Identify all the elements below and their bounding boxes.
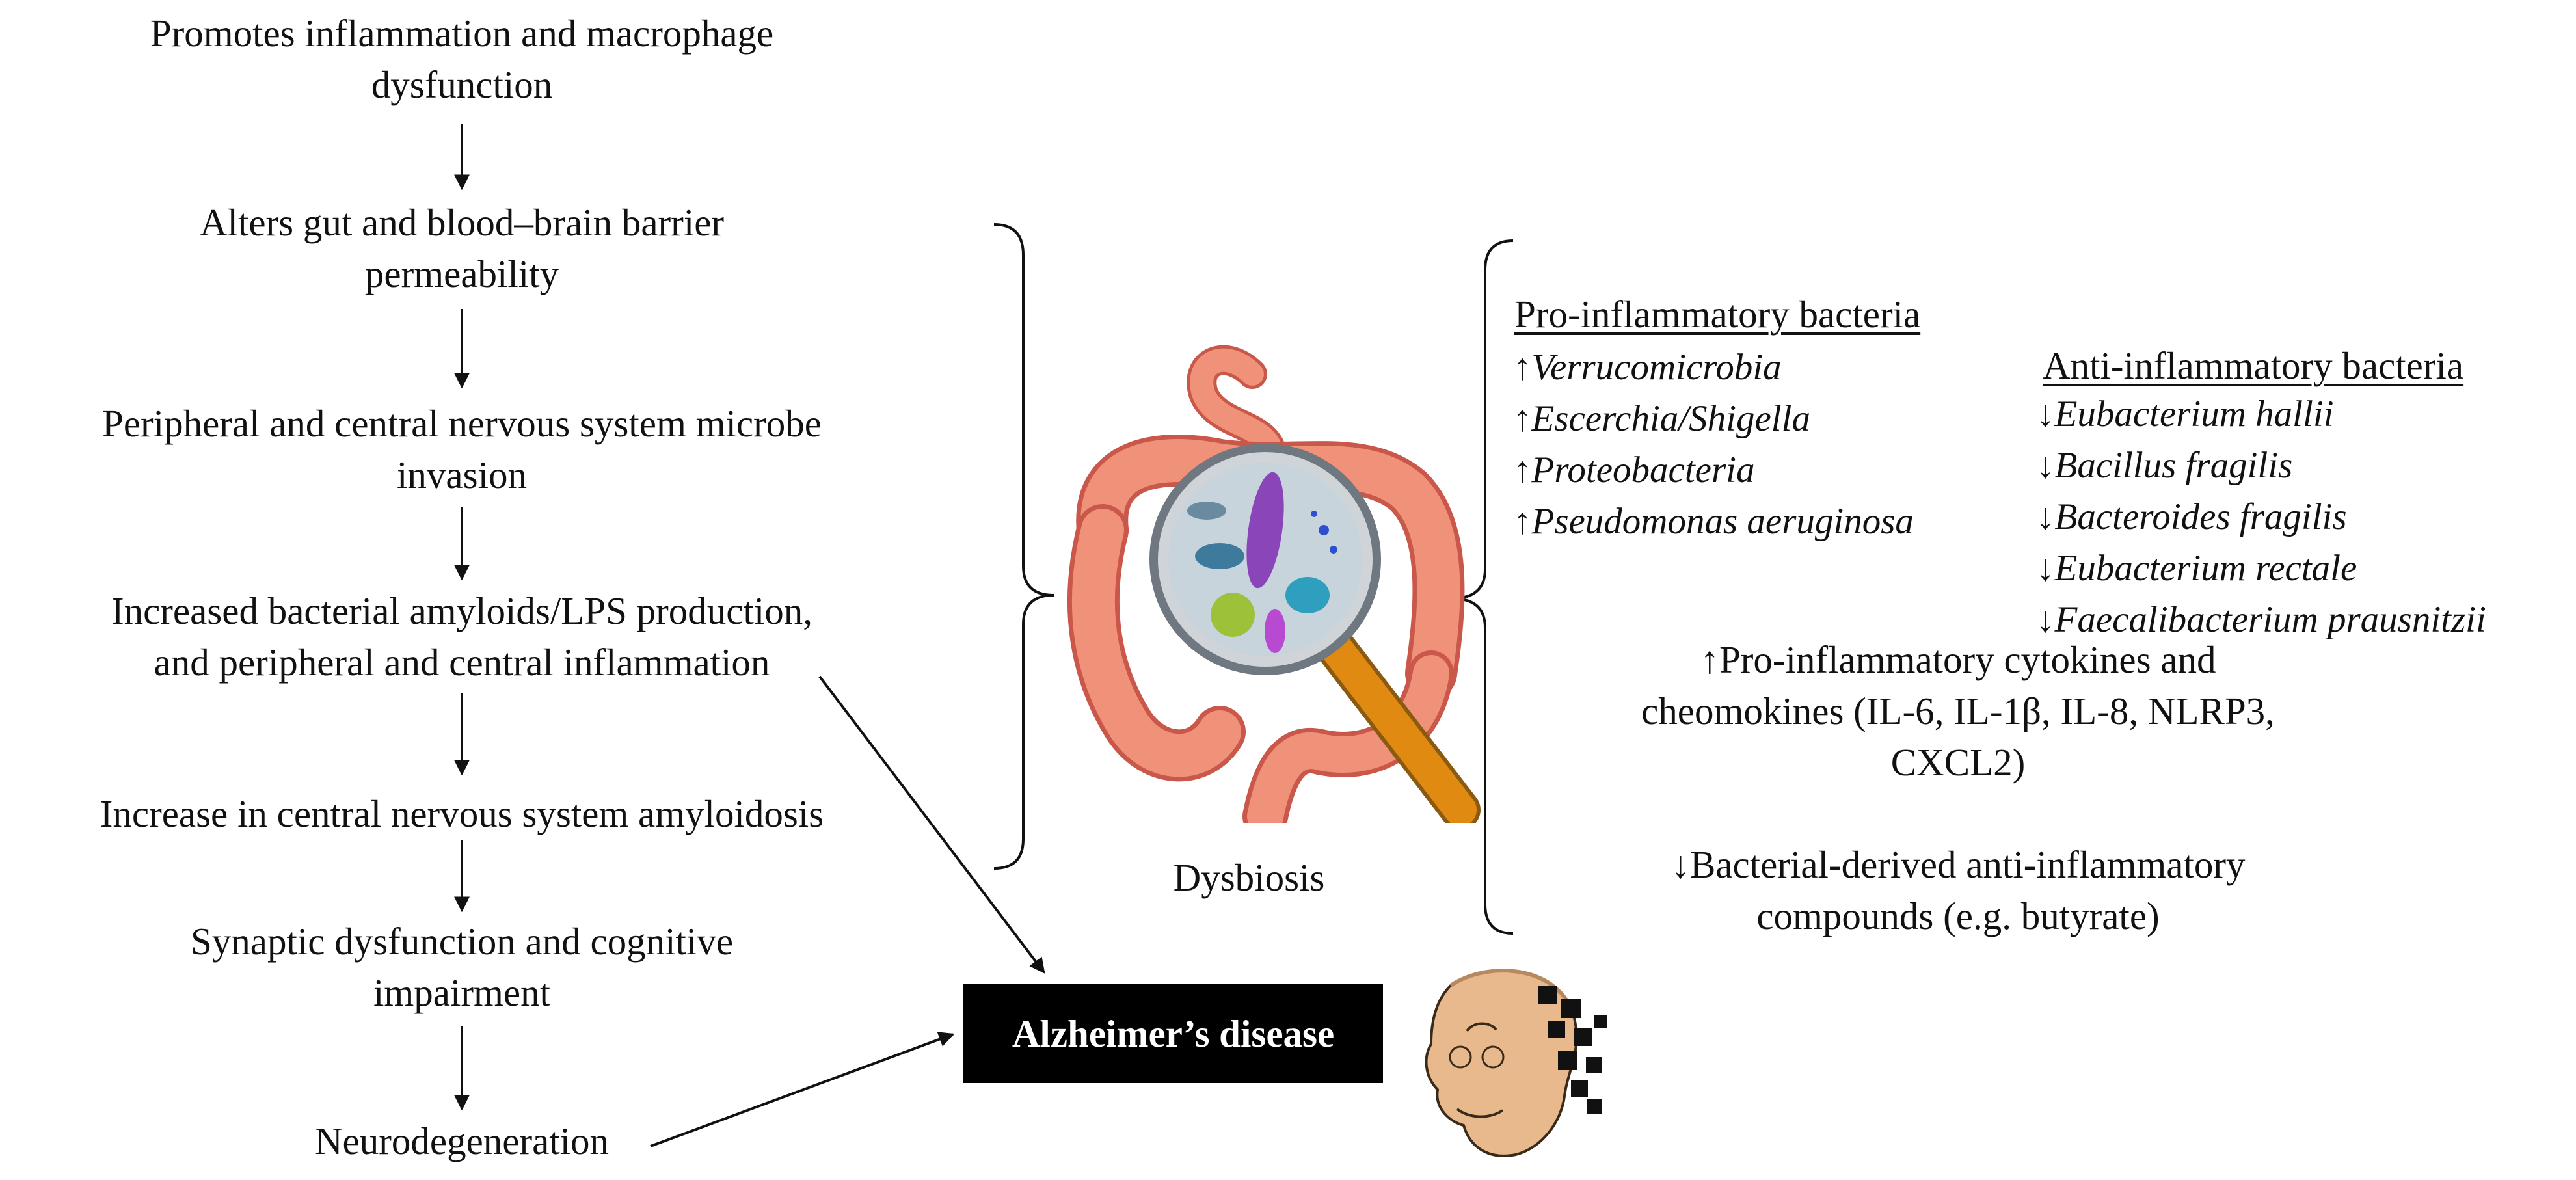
flow-step-6: Synaptic dysfunction and cognitive impai… bbox=[190, 920, 734, 1014]
flow-step-5: Increase in central nervous system amylo… bbox=[100, 792, 824, 835]
anti-inflammatory-heading: Anti-inflammatory bacteria bbox=[2043, 344, 2464, 387]
flow-step-4: Increased bacterial amyloids/LPS product… bbox=[111, 589, 813, 684]
flow-step-2: Alters gut and blood–brain barrier perme… bbox=[199, 201, 725, 295]
anti-inflammatory-item: ↓Bacillus fragilis bbox=[2036, 445, 2293, 486]
dysbiosis-label: Dysbiosis bbox=[1173, 856, 1325, 899]
arrow-inflammation-to-ad bbox=[818, 675, 1045, 974]
alzheimers-disease-box: Alzheimer’s disease bbox=[963, 984, 1383, 1083]
anti-inflammatory-item: ↓Faecalibacterium prausnitzii bbox=[2036, 599, 2486, 640]
flow-step-7: Neurodegeneration bbox=[314, 1120, 610, 1162]
pro-inflammatory-item: ↑Proteobacteria bbox=[1513, 449, 1755, 490]
left-brace bbox=[993, 223, 1054, 870]
arrow-neurodegeneration-to-ad bbox=[650, 1032, 955, 1147]
cytokines-text: ↑Pro-inflammatory cytokines and cheomoki… bbox=[1641, 638, 2275, 784]
compounds-text: ↓Bacterial-derived anti-inflammatory com… bbox=[1670, 843, 2246, 937]
puzzle-pieces-icon bbox=[1538, 986, 1607, 1114]
anti-inflammatory-item: ↓Eubacterium hallii bbox=[2036, 394, 2334, 435]
flow-step-1: Promotes inflammation and macrophage dys… bbox=[150, 12, 774, 106]
head-puzzle-illustration bbox=[1425, 969, 1607, 1157]
anti-inflammatory-item: ↓Eubacterium rectale bbox=[2036, 548, 2357, 589]
pro-inflammatory-heading: Pro-inflammatory bacteria bbox=[1514, 293, 1921, 336]
anti-inflammatory-list: ↓Eubacterium hallii ↓Bacillus fragilis ↓… bbox=[2036, 388, 2486, 645]
pro-inflammatory-item: ↑Verrucomicrobia bbox=[1513, 347, 1782, 388]
gut-magnifier-illustration bbox=[1067, 345, 1481, 823]
flow-step-3: Peripheral and central nervous system mi… bbox=[102, 402, 822, 496]
pro-inflammatory-list: ↑Verrucomicrobia ↑Escerchia/Shigella ↑Pr… bbox=[1513, 342, 1914, 547]
pro-inflammatory-item: ↑Pseudomonas aeruginosa bbox=[1513, 501, 1914, 542]
pro-inflammatory-item: ↑Escerchia/Shigella bbox=[1513, 398, 1810, 439]
magnifier-icon bbox=[1149, 444, 1481, 823]
bacteria-icon bbox=[1187, 472, 1337, 653]
anti-inflammatory-item: ↓Bacteroides fragilis bbox=[2036, 496, 2347, 537]
